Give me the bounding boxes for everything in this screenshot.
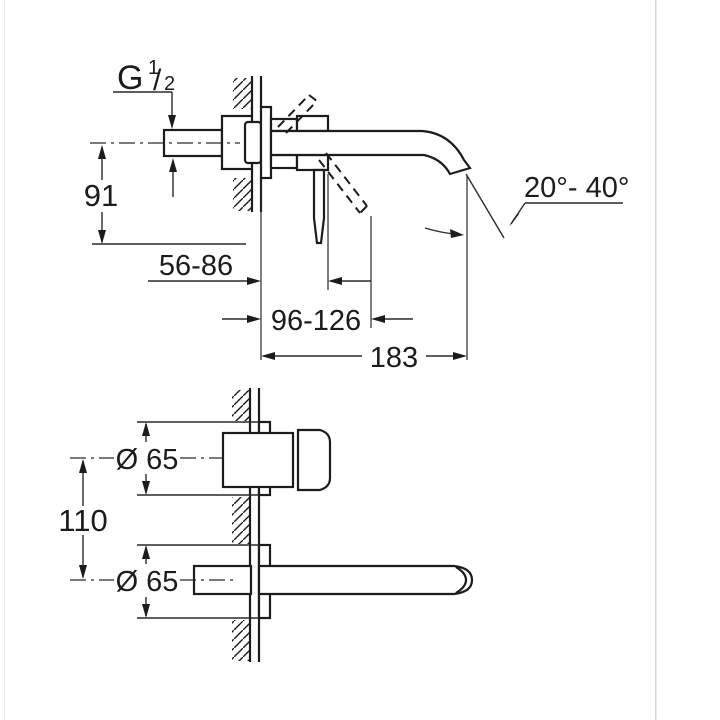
dimension-91: 91: [84, 145, 246, 245]
thread-label-denominator: 2: [164, 73, 175, 95]
lever-handle-swivel-dashed: [318, 152, 368, 214]
dim-96-126-label: 96-126: [271, 305, 361, 337]
dim-91-label: 91: [84, 178, 118, 213]
image-edge-right-line: [655, 0, 657, 720]
spout-tip-contour: [455, 566, 468, 594]
thread-label-numerator: 1: [148, 57, 159, 79]
dim-56-86-label: 56-86: [159, 250, 233, 282]
dimension-96-126: 96-126: [222, 305, 413, 337]
dimension-110: 110: [58, 459, 108, 579]
handle-knob: [296, 428, 332, 492]
spout-collar-bottom: [269, 153, 299, 170]
wall-hatch: [233, 178, 252, 211]
lever-handle: [312, 168, 326, 245]
dimension-dia-65-bottom: Ø 65: [116, 545, 179, 618]
reference-lines: [137, 421, 259, 619]
lever-handle-open-dashed: [277, 94, 318, 134]
thread-label-slash: /: [153, 64, 162, 97]
spout-front: [257, 564, 474, 596]
dim-angle-label: 20°- 40°: [524, 172, 629, 204]
spout: [269, 129, 472, 176]
wall-hatch: [232, 390, 250, 421]
image-edge-left-line: [4, 0, 5, 720]
angle-label-20-40: 20°- 40°: [509, 172, 629, 227]
thread-label-g-half: G 1 / 2: [113, 57, 177, 197]
dim-183-label: 183: [370, 342, 418, 374]
wall-section: [233, 76, 263, 212]
dimension-183: 183: [261, 342, 467, 374]
cartridge: [243, 120, 263, 165]
swivel-arrow: [424, 227, 464, 238]
handle-body: [221, 431, 295, 489]
thread-label-prefix: G: [117, 59, 143, 97]
dimension-dia-65-top: Ø 65: [116, 422, 179, 495]
dim-dia65-bottom-label: Ø 65: [116, 566, 179, 598]
front-view: Ø 65 Ø 65 110: [58, 388, 474, 662]
wall-hatch: [232, 620, 250, 661]
mounting-nut-bottom: [295, 153, 330, 172]
wall-hatch: [233, 78, 252, 109]
dim-dia65-top-label: Ø 65: [116, 444, 179, 476]
dimension-56-86: 56-86: [148, 250, 371, 285]
escutcheon-side: [259, 105, 273, 180]
dim-110-label: 110: [58, 503, 107, 538]
side-view: G 1 / 2 91 56-86 96-: [84, 57, 630, 374]
spout-tilt-line: [465, 173, 505, 239]
wall-hatch: [232, 497, 250, 544]
